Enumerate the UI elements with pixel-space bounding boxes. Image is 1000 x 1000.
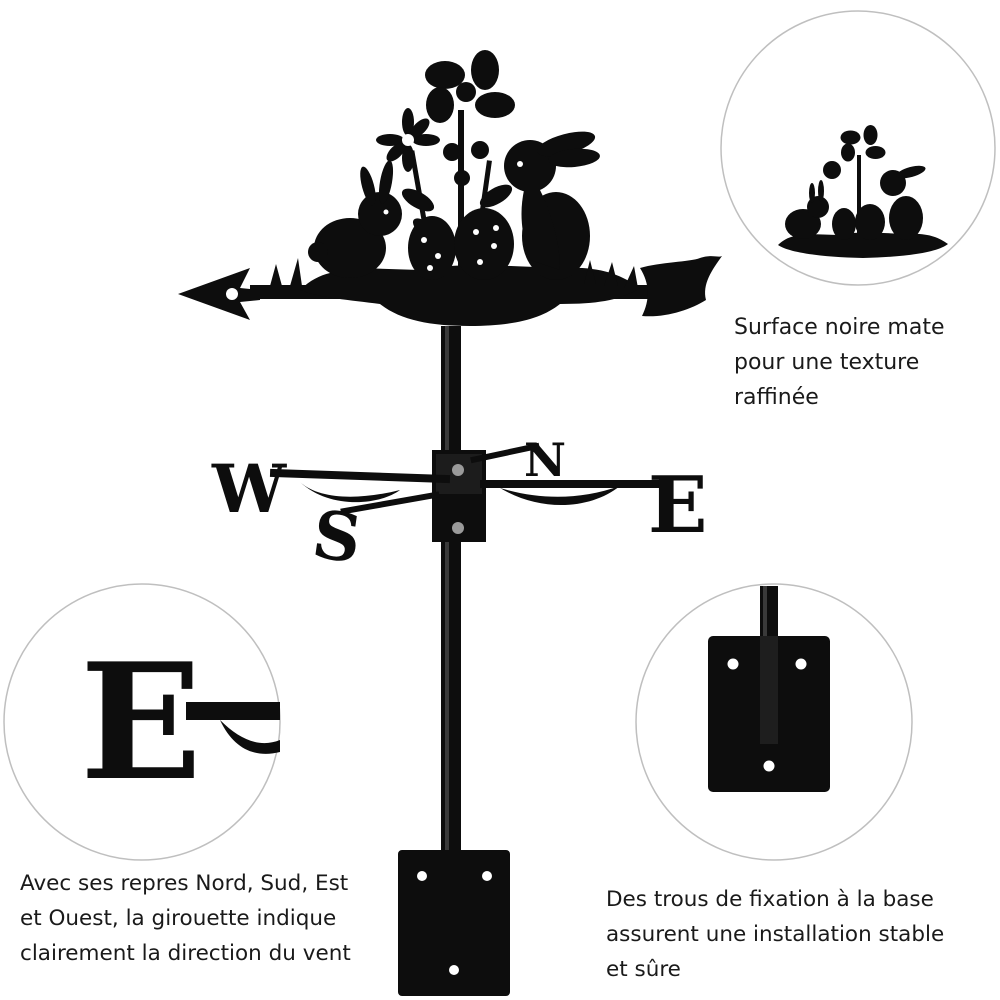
- west-letter: W: [211, 450, 287, 528]
- easter-eggs: [408, 208, 514, 280]
- detail-mounting-hole-icon: [763, 760, 775, 772]
- caption-directions: Avec ses repres Nord, Sud, Est et Ouest,…: [20, 871, 351, 966]
- arrow-ornament: [178, 256, 722, 326]
- caption-matte-surface: Surface noire mate pour une texture raff…: [734, 315, 945, 410]
- pole: [441, 326, 461, 866]
- detail-circle-plate: [635, 583, 913, 861]
- hub-screw-icon: [452, 464, 464, 476]
- east-letter: E: [648, 460, 707, 551]
- detail-circle-letter: E: [3, 583, 281, 861]
- base-plate: [398, 850, 510, 996]
- mounting-hole-icon: [449, 965, 459, 975]
- compass-arms: [269, 442, 660, 515]
- north-letter: N: [524, 433, 566, 487]
- detail-mounting-hole-icon: [795, 658, 807, 670]
- flower-cluster: [376, 50, 515, 270]
- mounting-hole-icon: [482, 871, 492, 881]
- south-letter: S: [308, 495, 366, 579]
- mounting-hole-icon: [417, 871, 427, 881]
- detail-circle-surface: [720, 10, 996, 286]
- large-rabbit: [504, 131, 600, 280]
- detail-mounting-hole-icon: [727, 658, 739, 670]
- compass-hub: [432, 450, 486, 542]
- weathervane: W E N S: [178, 50, 722, 996]
- hub-screw-icon: [452, 522, 464, 534]
- detail-east-letter: E: [80, 628, 202, 816]
- small-rabbit: [308, 160, 402, 278]
- caption-mounting: Des trous de fixation à la base assurent…: [606, 887, 945, 982]
